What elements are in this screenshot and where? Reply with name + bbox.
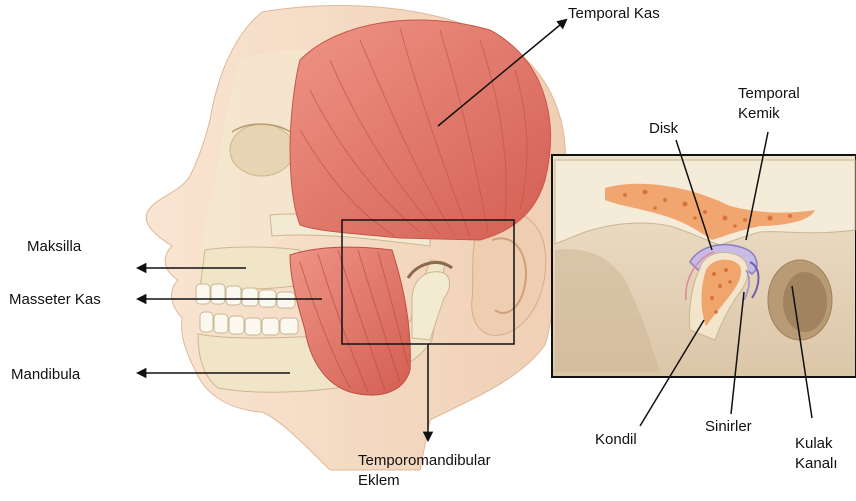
label-temporomandibular-eklem: Temporomandibular Eklem (358, 451, 491, 491)
label-kulak-kanali-line2: Kanalı (795, 454, 838, 474)
label-sinirler: Sinirler (705, 417, 752, 437)
label-temporal-kemik: Temporal Kemik (738, 84, 800, 124)
label-mandibula: Mandibula (11, 365, 80, 385)
label-maksilla: Maksilla (27, 237, 81, 257)
label-masseter-kas: Masseter Kas (9, 290, 101, 310)
eye-socket (230, 124, 294, 176)
head-illustration (146, 5, 565, 470)
label-disk: Disk (649, 119, 678, 139)
label-temporal-kemik-line2: Kemik (738, 104, 800, 124)
label-kulak-kanali-line1: Kulak (795, 434, 838, 454)
temporal-muscle (290, 20, 550, 240)
label-kulak-kanali: Kulak Kanalı (795, 434, 838, 474)
inset-closeup (552, 155, 856, 377)
label-kondil: Kondil (595, 430, 637, 450)
label-temporomandibular-line2: Eklem (358, 471, 491, 491)
label-temporal-kas: Temporal Kas (568, 4, 660, 24)
label-temporomandibular-line1: Temporomandibular (358, 451, 491, 471)
label-temporal-kemik-line1: Temporal (738, 84, 800, 104)
